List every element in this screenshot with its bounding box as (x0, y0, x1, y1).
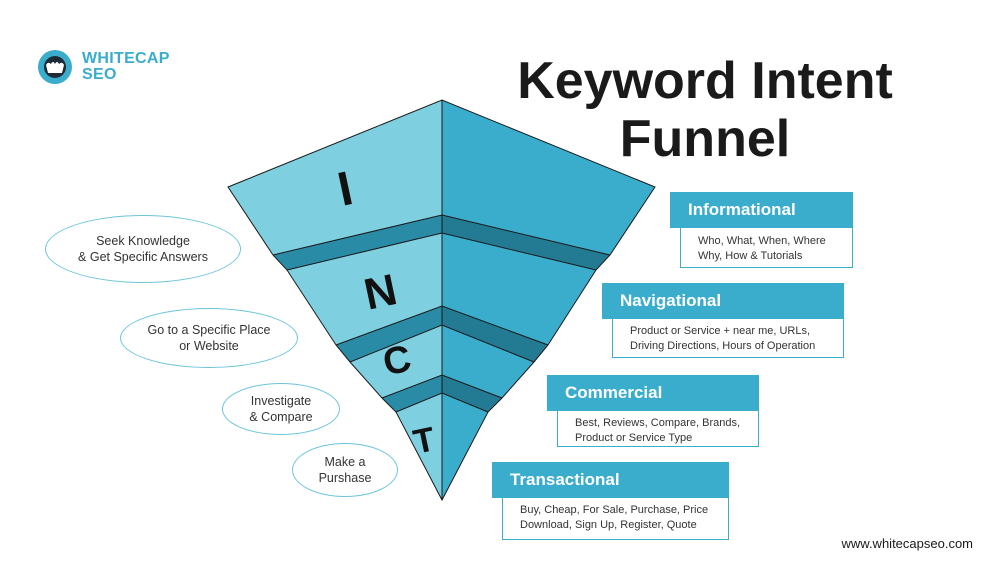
goal-line1: Seek Knowledge (96, 234, 190, 248)
intent-desc-informational: Who, What, When, Where Why, How & Tutori… (698, 234, 826, 264)
intent-title-commercial: Commercial (547, 375, 759, 411)
goal-line1: Make a (324, 455, 366, 469)
brand-logo: WHITECAP SEO (36, 48, 170, 86)
goal-bubble-compare: Investigate & Compare (222, 383, 340, 435)
goal-bubble-purchase: Make a Purshase (292, 443, 398, 497)
intent-desc-commercial: Best, Reviews, Compare, Brands, Product … (575, 416, 740, 446)
title-line1: Keyword Intent (517, 52, 893, 110)
intent-desc-line2: Download, Sign Up, Register, Quote (520, 519, 697, 531)
brand-line1: WHITECAP (82, 50, 170, 67)
intent-desc-line2: Product or Service Type (575, 432, 693, 444)
goal-line2: & Get Specific Answers (78, 250, 208, 264)
intent-desc-line1: Buy, Cheap, For Sale, Purchase, Price (520, 504, 709, 516)
intent-desc-navigational: Product or Service + near me, URLs, Driv… (630, 324, 815, 354)
brand-name: WHITECAP SEO (82, 51, 170, 83)
brand-line2: SEO (82, 66, 117, 83)
website-url[interactable]: www.whitecapseo.com (841, 536, 974, 551)
funnel-tier-informational (228, 100, 655, 270)
intent-title-transactional: Transactional (492, 462, 729, 498)
intent-title-navigational: Navigational (602, 283, 844, 319)
page-title: Keyword Intent Funnel (480, 52, 930, 168)
funnel-tier-transactional (396, 393, 488, 500)
goal-line1: Go to a Specific Place (147, 323, 271, 337)
intent-desc-line2: Driving Directions, Hours of Operation (630, 340, 816, 352)
intent-desc-line1: Who, What, When, Where (698, 235, 826, 247)
goal-line2: & Compare (249, 410, 313, 424)
title-line2: Funnel (619, 110, 791, 168)
goal-line1: Investigate (250, 394, 312, 408)
intent-desc-line2: Why, How & Tutorials (698, 250, 803, 262)
intent-title-informational: Informational (670, 192, 853, 228)
funnel-tier-commercial (350, 325, 534, 412)
goal-line2: Purshase (318, 471, 372, 485)
whitecap-wave-icon (38, 50, 72, 84)
goal-bubble-knowledge: Seek Knowledge & Get Specific Answers (45, 215, 241, 283)
intent-desc-line1: Product or Service + near me, URLs, (630, 325, 811, 337)
goal-bubble-place: Go to a Specific Place or Website (120, 308, 298, 368)
intent-desc-transactional: Buy, Cheap, For Sale, Purchase, Price Do… (520, 503, 708, 533)
intent-desc-line1: Best, Reviews, Compare, Brands, (575, 417, 741, 429)
goal-line2: or Website (179, 339, 239, 353)
